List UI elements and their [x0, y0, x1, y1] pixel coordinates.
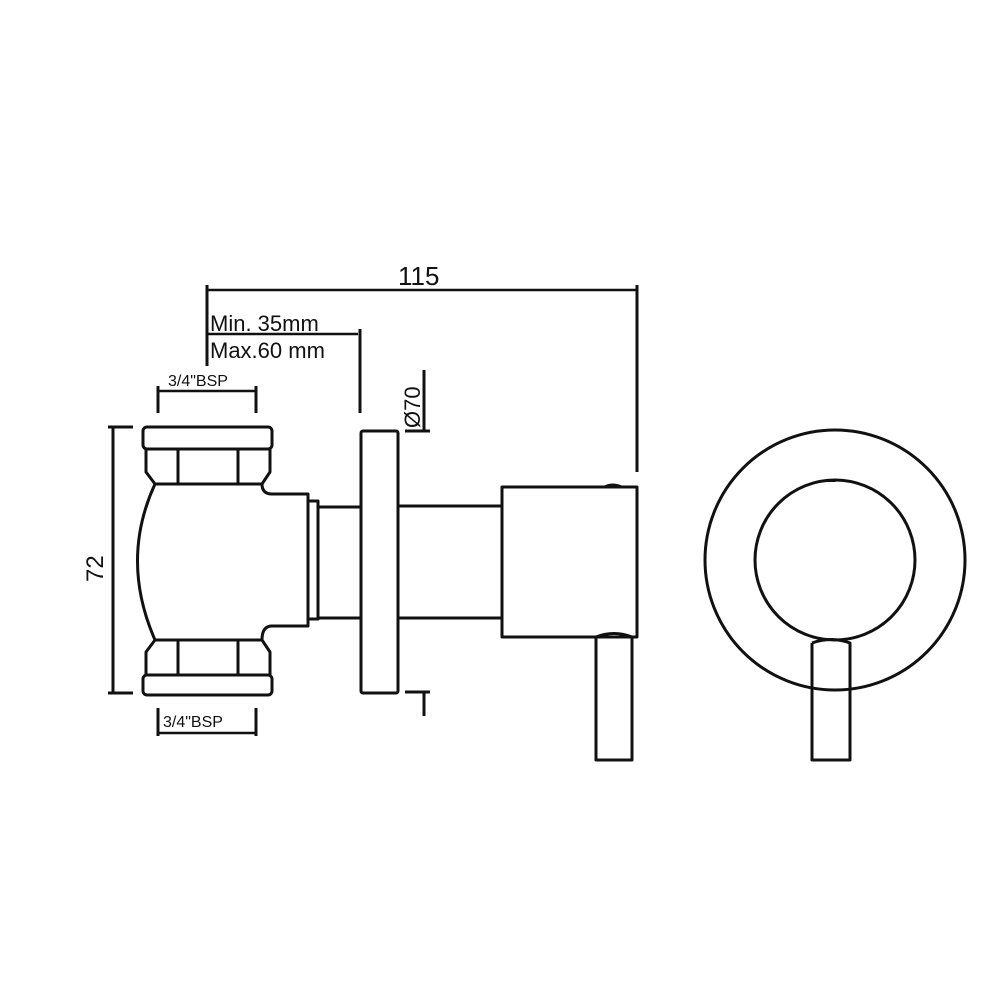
dimension-115-label: 115 — [398, 261, 439, 291]
dimension-wall-depth: Min. 35mm Max.60 mm — [207, 311, 362, 413]
lever-side — [594, 632, 634, 762]
wall-max-label: Max.60 mm — [210, 338, 325, 363]
dimension-inlet-top: 3/4"BSP — [156, 373, 258, 413]
diameter-label: Ø70 — [400, 386, 425, 428]
inlet-top-label: 3/4"BSP — [168, 373, 228, 390]
wall-plate-side — [359, 429, 400, 695]
wall-plate-front — [703, 428, 967, 692]
dimension-72: 72 — [82, 425, 133, 695]
wall-min-label: Min. 35mm — [210, 311, 319, 336]
front-view — [703, 428, 967, 762]
inlet-bottom-label: 3/4"BSP — [163, 714, 223, 731]
handle-body-side — [500, 483, 639, 639]
dimension-diameter-70: Ø70 — [400, 370, 430, 716]
valve-body-side — [136, 425, 360, 697]
dimension-inlet-bottom: 3/4"BSP — [156, 708, 258, 736]
handle-body-front — [753, 478, 917, 642]
dimension-115: 115 — [205, 261, 639, 472]
lever-front — [810, 638, 852, 762]
spindle-sleeve — [398, 504, 502, 620]
height-label: 72 — [82, 555, 109, 582]
